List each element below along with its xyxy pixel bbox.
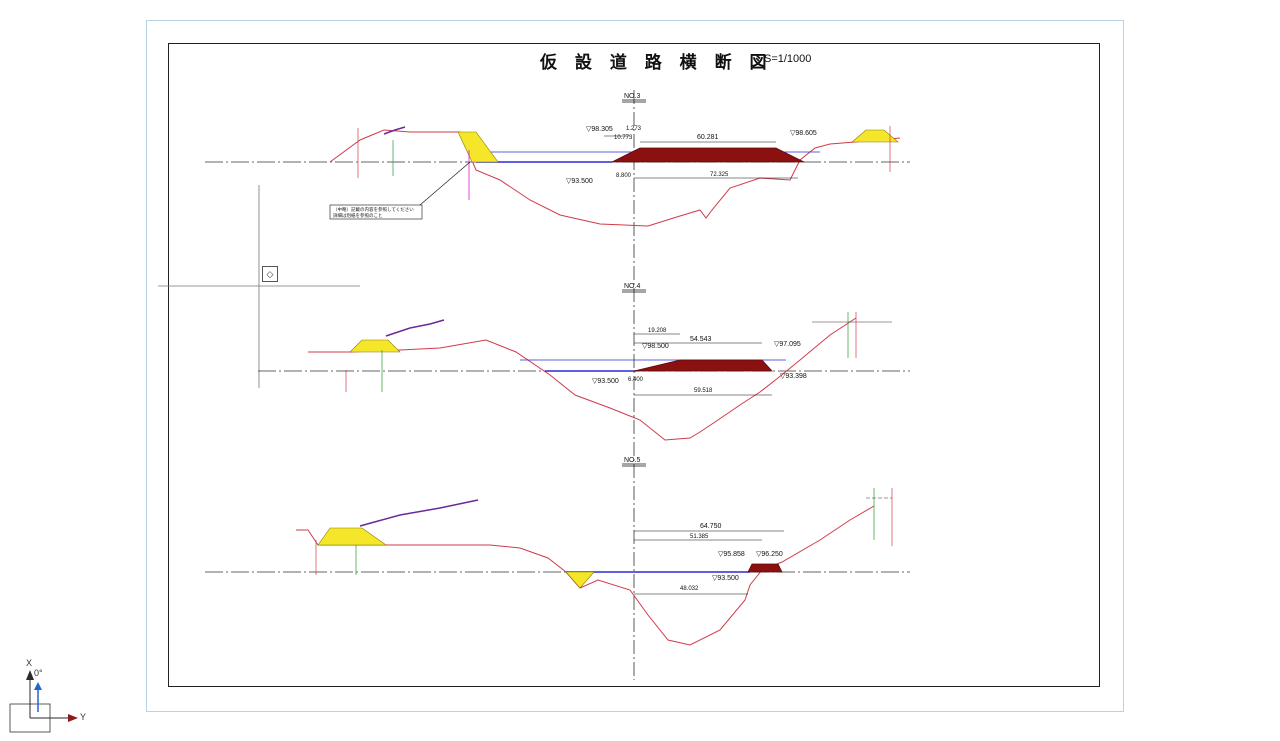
dim-offset: 6.400 xyxy=(628,377,644,383)
dim-width-bottom: 59.518 xyxy=(694,388,713,394)
dim-width-left: 19.208 xyxy=(648,328,667,334)
elev-left: ▽95.858 xyxy=(718,551,745,558)
fill-section xyxy=(633,359,773,372)
elev-right: ▽97.095 xyxy=(774,341,801,348)
dim-offset: 8.800 xyxy=(616,173,632,179)
dim-width-left: 10.773 xyxy=(614,135,633,141)
section-no4: NO.4 54.543 19.208 ▽98.500 ▽97.095 ▽93.3… xyxy=(258,283,910,441)
pipe-line xyxy=(385,319,445,337)
embankment-left xyxy=(457,131,499,163)
drawing-title: 仮 設 道 路 横 断 図 xyxy=(540,53,773,73)
ground-line xyxy=(308,317,857,441)
ground-line xyxy=(329,129,901,227)
section-id: NO.3 xyxy=(624,93,640,100)
dim-width-top: 60.281 xyxy=(697,134,719,141)
embankment-bottom xyxy=(565,571,595,589)
dim-width-top: 64.750 xyxy=(700,523,722,530)
section-id: NO.4 xyxy=(624,283,640,290)
embankment-right xyxy=(851,129,899,143)
section-no5: NO.5 64.750 51.385 ▽95.858 ▽96.250 ▽93.5… xyxy=(205,457,910,646)
dim-width-small: 1.273 xyxy=(626,126,642,132)
elev-left: ▽98.305 xyxy=(586,126,613,133)
elev-right: ▽96.250 xyxy=(756,551,783,558)
elev-base: ▽93.500 xyxy=(712,575,739,582)
drawing-frame xyxy=(168,43,1100,687)
elev-left: ▽98.500 xyxy=(642,343,669,350)
note-box xyxy=(329,204,423,220)
dim-width-mid: 51.385 xyxy=(690,534,709,540)
ucs-axes-icon xyxy=(9,670,78,733)
drawing-scale: S=1/1000 xyxy=(764,53,812,65)
ucs-angle-label: 0° xyxy=(34,668,43,678)
ucs-x-label: X xyxy=(26,658,33,668)
note-line1: （中略）記載の内容を参照してください xyxy=(333,206,414,213)
cursor-pickbox: ◇ xyxy=(262,266,278,282)
fill-section xyxy=(611,147,805,163)
section-no3: NO.3 60.281 1 xyxy=(205,93,910,227)
embankment-left xyxy=(317,527,387,546)
elev-right-low: ▽93.398 xyxy=(780,373,807,380)
pipe-line xyxy=(383,126,406,135)
elev-base: ▽93.500 xyxy=(592,378,619,385)
fill-section xyxy=(747,563,783,573)
dim-width-bottom: 48.032 xyxy=(680,586,699,592)
pipe-line xyxy=(359,499,479,527)
ucs-icon: X 0° Y xyxy=(8,658,98,736)
elev-right: ▽98.605 xyxy=(790,130,817,137)
embankment-left xyxy=(349,339,401,353)
section-id: NO.5 xyxy=(624,457,640,464)
elev-base: ▽93.500 xyxy=(566,178,593,185)
note-line2: 詳細は別紙を参照のこと xyxy=(333,212,383,219)
dim-width-bottom: 72.325 xyxy=(710,172,729,178)
dim-width-top: 54.543 xyxy=(690,336,712,343)
ucs-y-label: Y xyxy=(80,712,87,722)
